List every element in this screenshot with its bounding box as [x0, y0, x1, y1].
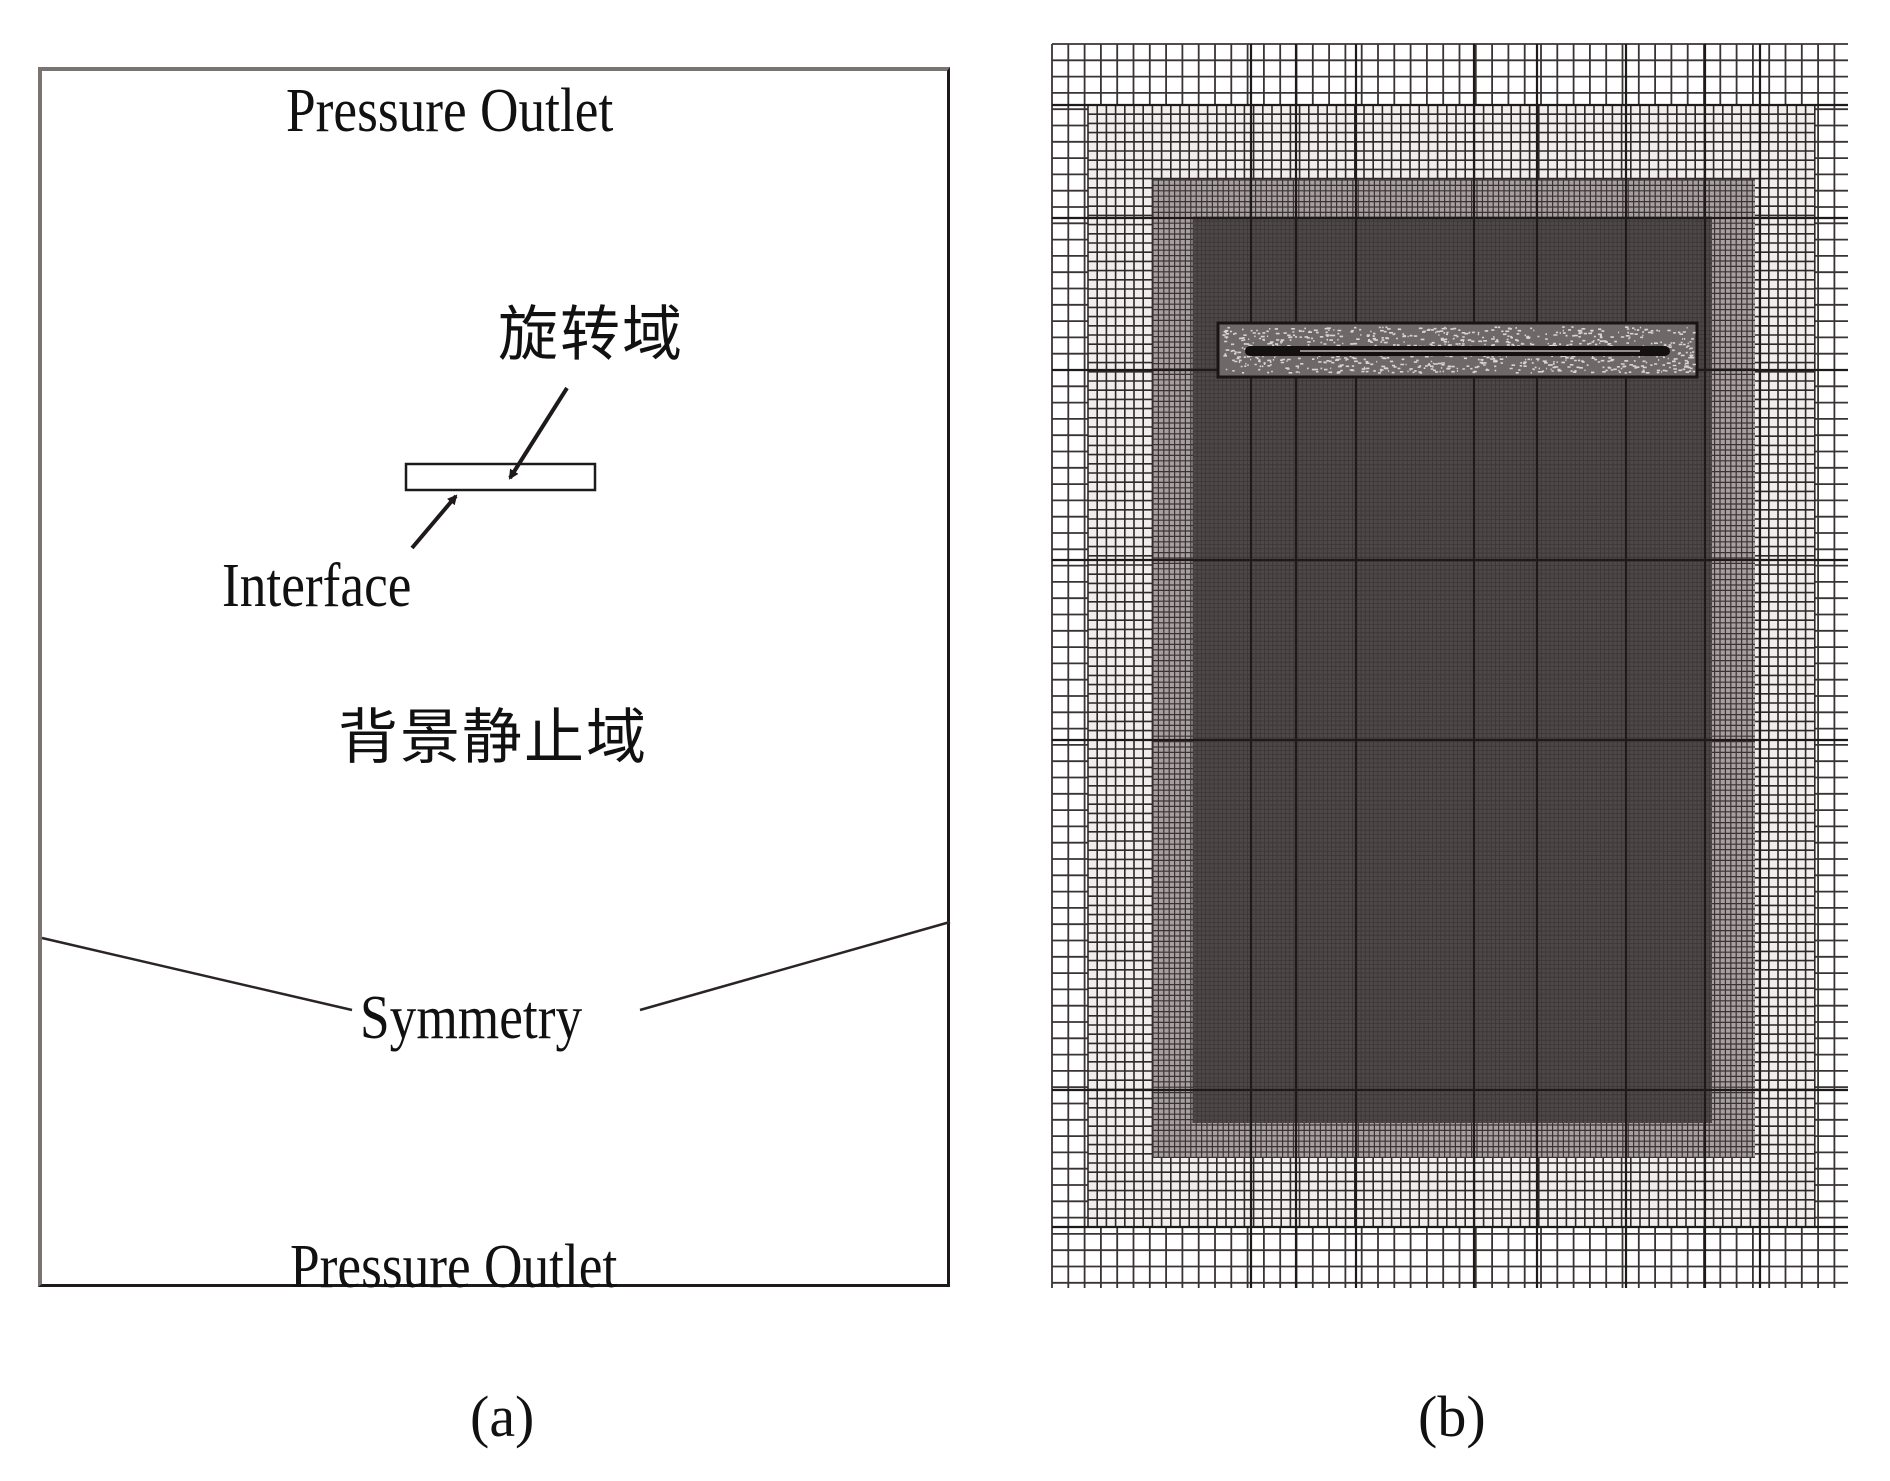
- panel-b-caption: (b): [1418, 1388, 1486, 1446]
